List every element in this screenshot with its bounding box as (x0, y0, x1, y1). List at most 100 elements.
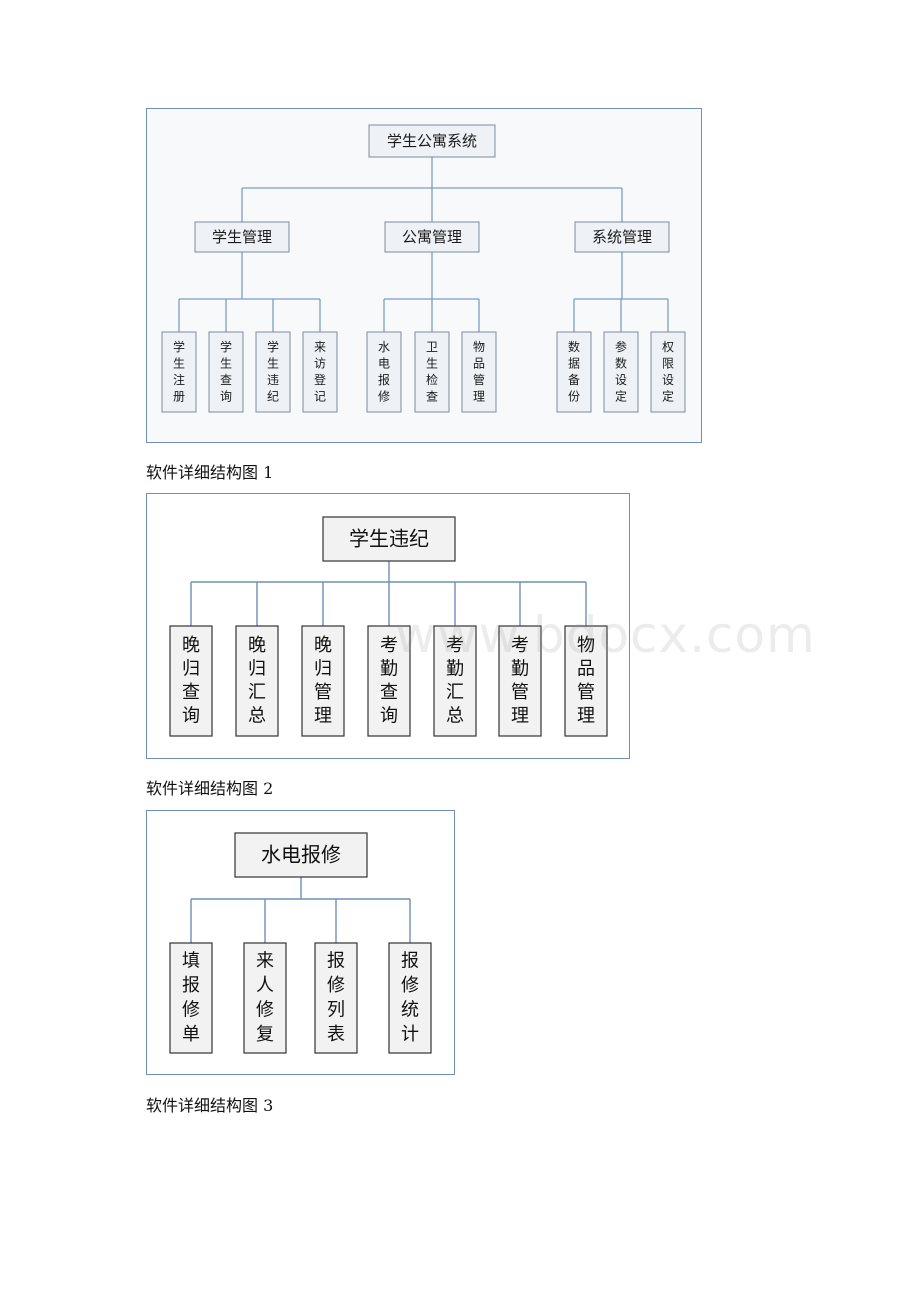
leaf-node-2-1-box (603, 331, 639, 413)
leaf-node-1-char: 汇 (248, 682, 266, 703)
leaf-node-0-char: 修 (182, 999, 200, 1020)
leaf-node-0-0-char: 册 (173, 389, 185, 403)
leaf-node-0-3-char: 访 (314, 356, 326, 370)
leaf-node-1-0-char: 水 (378, 340, 390, 354)
leaf-node-5-char: 理 (511, 705, 529, 726)
leaf-node-5-char: 考 (511, 635, 529, 656)
group-node-0-label: 学生管理 (212, 228, 272, 246)
leaf-node-1-char: 复 (256, 1024, 274, 1045)
leaf-node-3-char: 考 (380, 635, 398, 656)
group-node-0-box (194, 221, 290, 253)
root-node-label: 学生违纪 (349, 527, 429, 551)
leaf-node-0-2: 学生违纪 (255, 331, 291, 413)
leaf-node-6-char: 理 (577, 705, 595, 726)
leaf-node-3-char: 统 (401, 999, 419, 1020)
root-node-label: 水电报修 (261, 843, 341, 867)
group-node-0: 学生管理 (194, 221, 290, 253)
diagram-1-canvas: 学生注册学生查询学生违纪来访登记学生管理水电报修卫生检查物品管理公寓管理数据备份… (161, 124, 686, 413)
leaf-node-0-3-char: 登 (314, 372, 326, 387)
leaf-node-1-2-char: 品 (473, 356, 485, 370)
leaf-node-0-2-char: 纪 (267, 389, 279, 403)
leaf-node-5-char: 勤 (511, 658, 529, 679)
structure-diagram-3: 填报修单来人修复报修列表报修统计水电报修 (146, 810, 455, 1075)
leaf-node-2-1-char: 参 (615, 339, 627, 354)
root-node-box (234, 832, 368, 878)
leaf-node-0-char: 查 (182, 682, 200, 703)
leaf-node-6-box (564, 625, 608, 737)
leaf-node-0-1-char: 生 (220, 356, 232, 370)
leaf-node-1-0-char: 报 (378, 372, 390, 387)
leaf-node-0-3-char: 记 (314, 389, 326, 403)
leaf-node-0-box (169, 942, 213, 1054)
group-node-2: 系统管理 (574, 221, 670, 253)
leaf-node-1-2-box (461, 331, 497, 413)
leaf-node-2-1-char: 定 (615, 388, 627, 403)
leaf-node-0-2-box (255, 331, 291, 413)
root-node: 学生违纪 (322, 516, 456, 562)
leaf-node-2-0-char: 份 (568, 389, 580, 403)
leaf-node-1-char: 人 (256, 975, 274, 996)
root-node-label: 学生公寓系统 (387, 132, 477, 150)
leaf-node-6-char: 管 (577, 682, 595, 703)
leaf-node-2-char: 报 (327, 950, 345, 971)
leaf-node-2-2-char: 权 (662, 340, 674, 354)
leaf-node-6-char: 品 (577, 658, 595, 679)
leaf-node-2-1-char: 设 (615, 373, 627, 387)
leaf-node-2-box (301, 625, 345, 737)
group-node-2-label: 系统管理 (592, 228, 652, 246)
root-node: 水电报修 (234, 832, 368, 878)
leaf-node-0-char: 晚 (182, 635, 200, 656)
leaf-node-2-0-char: 备 (568, 373, 580, 387)
leaf-node-2-0-char: 数 (568, 339, 580, 354)
leaf-node-2-0-char: 据 (568, 356, 580, 370)
leaf-node-2-char: 归 (314, 658, 332, 679)
leaf-node-1-box (243, 942, 287, 1054)
leaf-node-1-char: 归 (248, 658, 266, 679)
leaf-node-2-char: 管 (314, 682, 332, 703)
caption-3: 软件详细结构图 3 (146, 1096, 274, 1115)
leaf-node-2-char: 晚 (314, 635, 332, 656)
group-node-1-label: 公寓管理 (402, 228, 462, 246)
leaf-node-2-0-box (556, 331, 592, 413)
leaf-node-0-1-box (208, 331, 244, 413)
leaf-node-2-box (314, 942, 358, 1054)
root-node-box (368, 124, 496, 158)
leaf-node-2-2-char: 设 (662, 373, 674, 387)
leaf-node-0-char: 归 (182, 658, 200, 679)
leaf-node-3-char: 报 (401, 950, 419, 971)
leaf-node-1-char: 晚 (248, 635, 266, 656)
leaf-node-1-1-char: 查 (426, 389, 438, 403)
leaf-node-1-char: 总 (248, 705, 266, 726)
leaf-node-4-char: 考 (446, 635, 464, 656)
leaf-node-1-1-char: 检 (426, 372, 438, 387)
leaf-node-2-1-char: 数 (615, 355, 627, 370)
leaf-node-0-2-char: 违 (267, 373, 279, 387)
leaf-node-0-1-char: 询 (220, 389, 232, 403)
leaf-node-5-char: 管 (511, 682, 529, 703)
leaf-node-0-2-char: 生 (267, 356, 279, 370)
caption-1: 软件详细结构图 1 (146, 463, 274, 482)
leaf-node-2-2-box (650, 331, 686, 413)
group-node-1-box (384, 221, 480, 253)
leaf-node-1-0-box (366, 331, 402, 413)
leaf-node-0-char: 报 (182, 975, 200, 996)
leaf-node-2-char: 列 (327, 999, 345, 1020)
leaf-node-1-1-char: 卫 (426, 340, 438, 354)
leaf-node-1-char: 来 (256, 950, 274, 971)
leaf-node-2-char: 修 (327, 975, 345, 996)
structure-diagram-2: 晚归查询晚归汇总晚归管理考勤查询考勤汇总考勤管理物品管理学生违纪 (146, 493, 630, 759)
leaf-node-3-char: 修 (401, 975, 419, 996)
